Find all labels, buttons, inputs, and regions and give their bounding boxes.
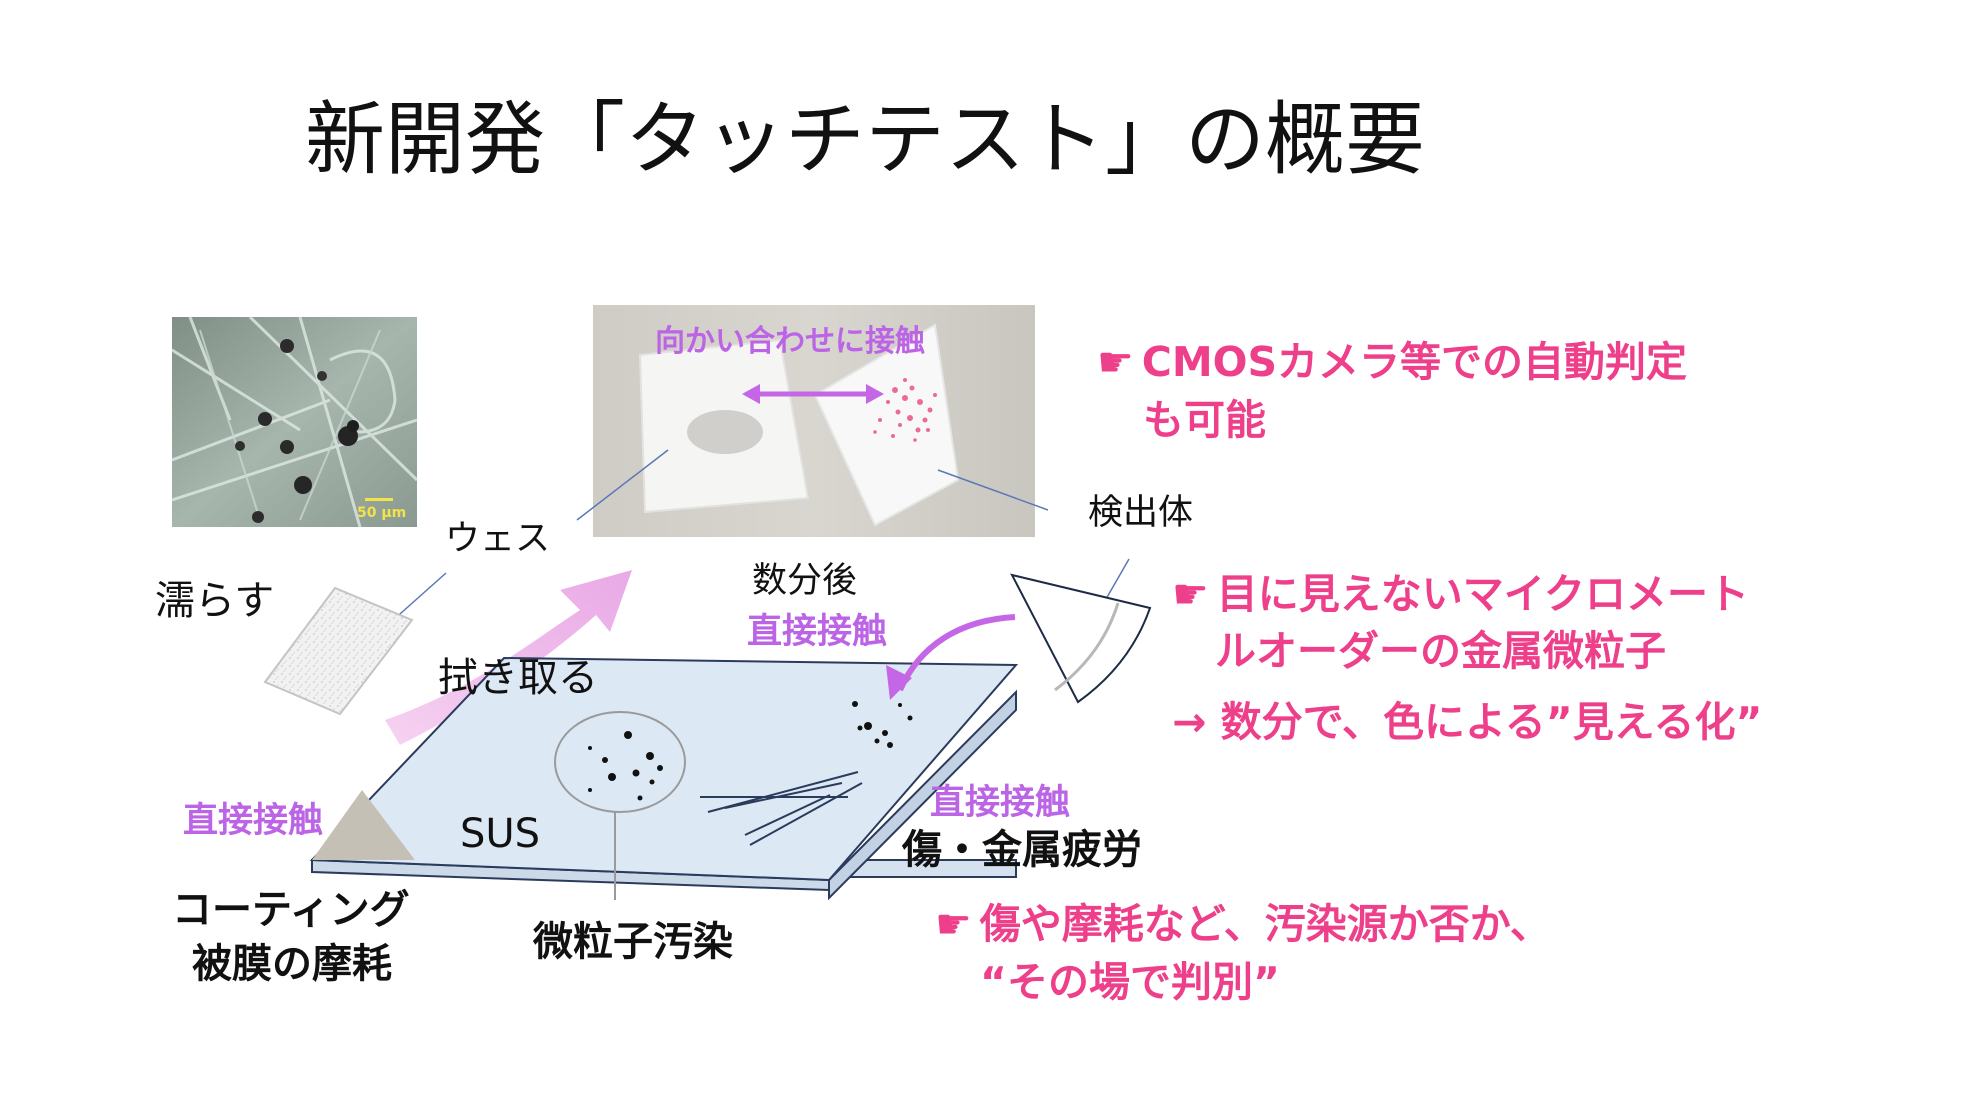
wet-label: 濡らす (155, 578, 275, 624)
wes-label: ウェス (445, 519, 551, 559)
sus-plate (309, 656, 1019, 901)
note-cmos-line-2: も可能 (1143, 396, 1266, 444)
micrograph-image (171, 315, 419, 528)
sus-label: SUS (460, 811, 541, 857)
plate-dots (852, 701, 913, 748)
pointing-hand-icon: ☛ (935, 900, 972, 948)
note-cmos: ☛CMOSカメラ等での自動判定 (1097, 338, 1687, 387)
scratch-marks (700, 771, 863, 846)
particle-contamination-label: 微粒子汚染 (533, 919, 733, 965)
scratch-fatigue-label: 傷・金属疲労 (902, 827, 1142, 873)
slide-title: 新開発「タッチテスト」の概要 (305, 93, 1425, 186)
note-wear-line-1: 傷や摩耗など、汚染源か否か、 (979, 900, 1551, 948)
note-micro-line-2: ルオーダーの金属微粒子 (1215, 627, 1666, 675)
note-micro-line-3: → 数分で、色による”見える化” (1172, 698, 1763, 746)
contact-photo (593, 305, 1035, 537)
direct-contact-top-label: 直接接触 (747, 612, 888, 652)
after-minutes-label: 数分後 (752, 561, 858, 601)
direct-contact-left-label: 直接接触 (183, 801, 324, 841)
contact-arrow (886, 614, 1016, 700)
detector-shape (1010, 573, 1152, 704)
coating-wear-label-1: コーティング (172, 887, 410, 933)
note-wear: ☛傷や摩耗など、汚染源か否か、 (935, 900, 1551, 949)
micrograph-scale-label: 50 μm (357, 505, 407, 521)
note-micro: ☛目に見えないマイクロメート (1172, 570, 1749, 619)
detector-label: 検出体 (1088, 493, 1194, 533)
direct-contact-right-label: 直接接触 (930, 783, 1071, 823)
wipe-label: 拭き取る (438, 655, 598, 701)
note-wear-line-2: “その場で判別” (980, 958, 1280, 1006)
pointing-hand-icon: ☛ (1097, 338, 1134, 386)
note-micro-line-1: 目に見えないマイクロメート (1216, 570, 1749, 618)
particle-circle (554, 711, 686, 900)
note-cmos-line-1: CMOSカメラ等での自動判定 (1141, 338, 1688, 386)
pointing-hand-icon: ☛ (1172, 570, 1209, 618)
wipe-arrow (385, 570, 632, 745)
coating-wear-label-2: 被膜の摩耗 (192, 941, 392, 987)
wipe-square (263, 586, 414, 716)
photo-label: 向かい合わせに接触 (655, 324, 925, 359)
